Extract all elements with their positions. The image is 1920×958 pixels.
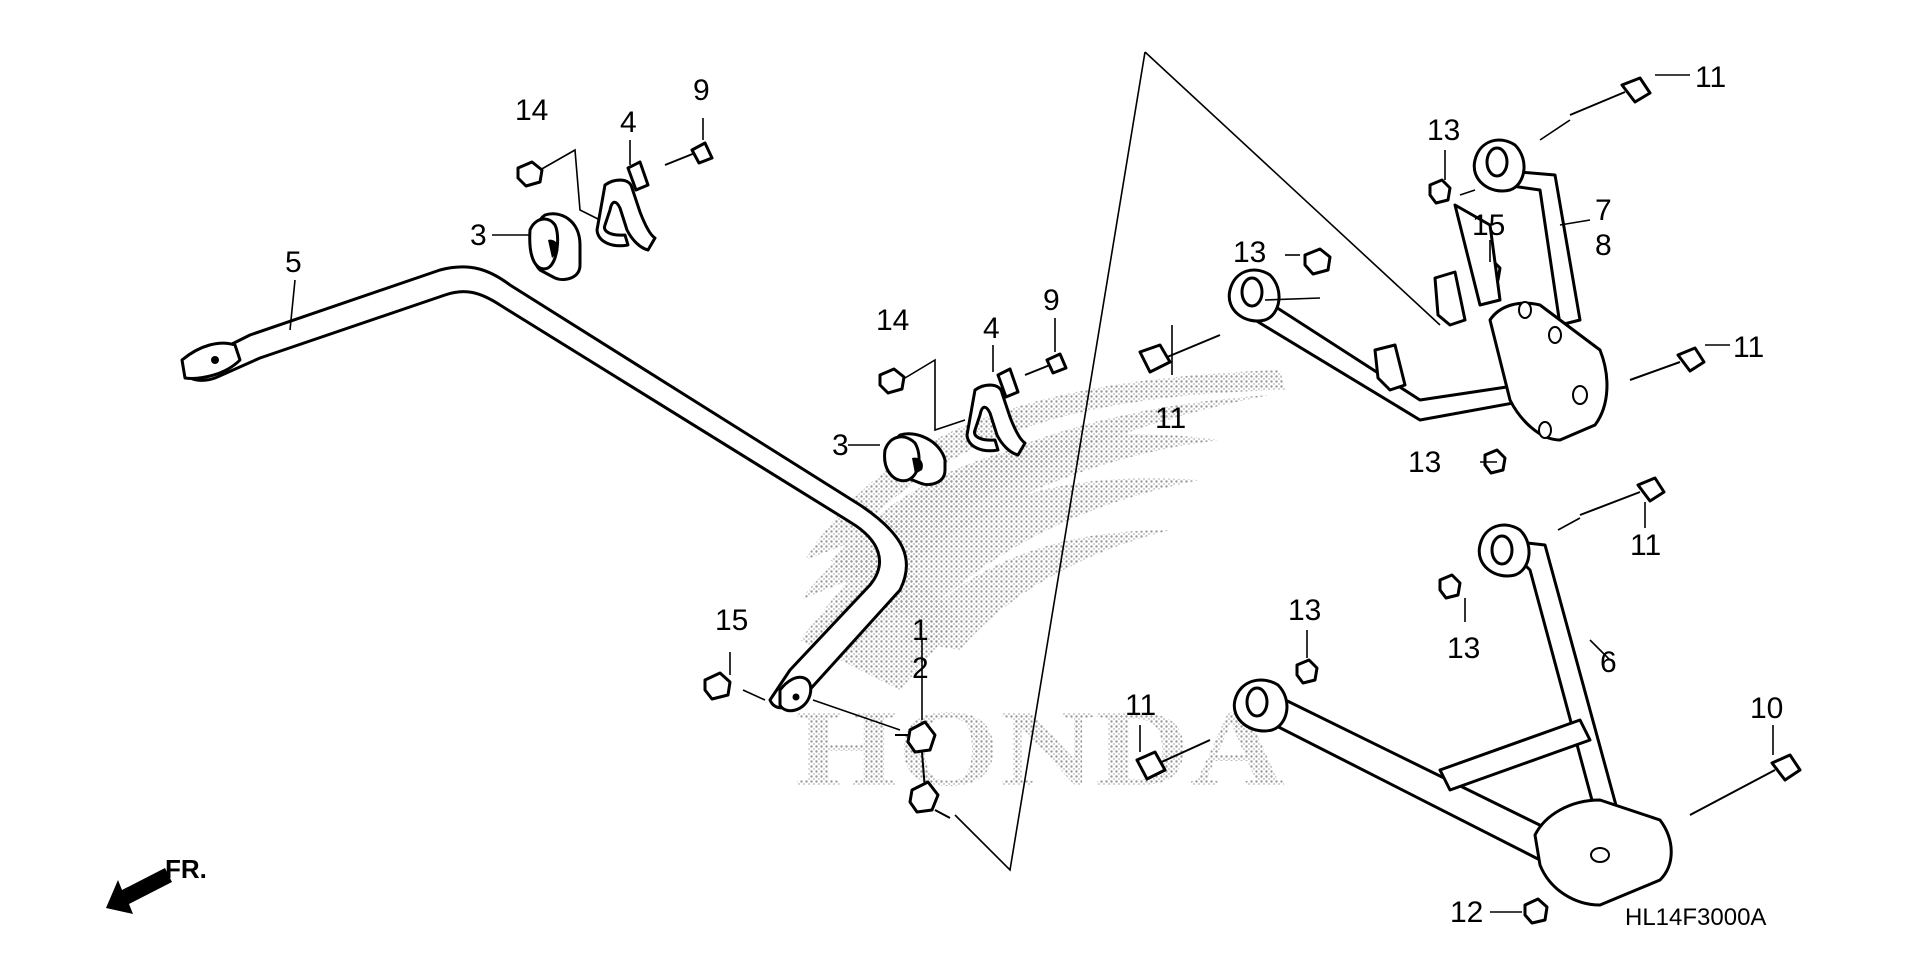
callout-13d: 13 [1447, 632, 1480, 665]
diagram-code: HL14F3000A [1625, 904, 1766, 931]
callout-4b: 4 [983, 312, 1000, 345]
nut-13-a [1428, 178, 1452, 205]
callout-2: 2 [912, 652, 929, 685]
callout-11d: 11 [1630, 529, 1661, 562]
callout-3b: 3 [832, 429, 849, 462]
nut-13-e [1295, 658, 1319, 685]
upper-arm [1227, 138, 1609, 442]
callout-11e: 11 [1125, 689, 1156, 722]
bolt-11-mid-left [1138, 334, 1221, 374]
bracket-upper [595, 160, 657, 252]
nut-12 [1523, 897, 1549, 925]
callout-15b: 15 [1472, 209, 1505, 242]
callout-15a: 15 [715, 604, 748, 637]
bushing-upper [528, 212, 582, 281]
bolt-11-lower-left [1135, 739, 1211, 781]
callout-14a: 14 [515, 94, 548, 127]
callout-12: 12 [1450, 896, 1483, 929]
nut-15-left [703, 671, 732, 701]
callout-13a: 13 [1427, 114, 1460, 147]
callout-14b: 14 [876, 304, 909, 337]
stabilizer-link [895, 720, 951, 819]
callout-4a: 4 [620, 106, 637, 139]
leader-lines [289, 74, 1774, 913]
bolt-11-top [1569, 76, 1652, 116]
callout-6: 6 [1600, 646, 1617, 679]
callout-1: 1 [912, 614, 929, 647]
callout-3a: 3 [470, 219, 487, 252]
nut-13-b [1303, 247, 1332, 276]
nut-13-d [1438, 573, 1462, 600]
assembly-outline [954, 51, 1146, 872]
bolt-11-lower-right [1579, 476, 1666, 516]
bushing-lower [883, 432, 947, 486]
front-direction-arrow: FR. [106, 854, 207, 914]
honda-wing-watermark: HONDA [795, 370, 1285, 809]
callout-11b: 11 [1155, 402, 1186, 435]
lower-arm [1232, 523, 1673, 907]
callout-9b: 9 [1043, 284, 1060, 317]
bolt-9-upper [664, 141, 714, 166]
honda-watermark-text: HONDA [795, 687, 1285, 809]
nut-14-upper [516, 160, 544, 188]
callout-9a: 9 [693, 74, 710, 107]
stabilizer-bar [180, 265, 908, 713]
callout-7: 7 [1595, 194, 1612, 227]
callout-11a: 11 [1695, 61, 1726, 94]
bracket-lower [965, 367, 1027, 457]
nut-14-lower [878, 367, 906, 395]
callout-5: 5 [285, 246, 302, 279]
callout-13b: 13 [1233, 236, 1266, 269]
bolt-9-lower [1024, 352, 1068, 376]
front-label: FR. [165, 854, 207, 884]
callout-13c: 13 [1408, 446, 1441, 479]
callout-10: 10 [1750, 692, 1783, 725]
callout-13e: 13 [1288, 594, 1321, 627]
callout-labels: 1 2 3 3 4 4 5 6 7 8 9 9 10 11 11 11 11 1… [285, 61, 1783, 929]
bolt-11-right [1629, 346, 1706, 381]
callout-11c: 11 [1733, 331, 1764, 364]
callout-8: 8 [1595, 229, 1612, 262]
bolt-10 [1689, 753, 1802, 816]
